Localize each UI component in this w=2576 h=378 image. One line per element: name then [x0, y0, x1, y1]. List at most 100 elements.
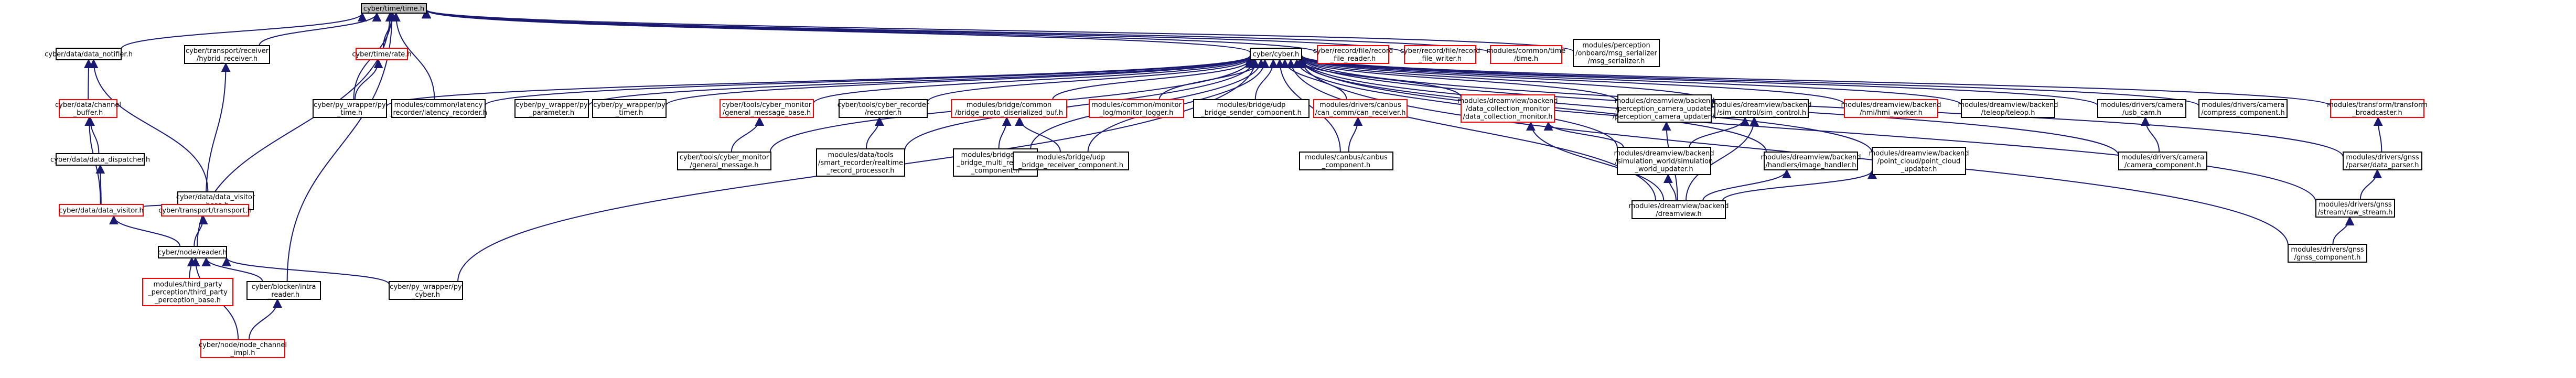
node-label-line: /bridge_proto_diserialized_buf.h [955, 109, 1063, 117]
node-data_visitor[interactable]: cyber/data/data_visitor.h [59, 204, 144, 217]
include-edge-data_visitor-to-data_dispatcher [95, 164, 105, 205]
include-edge-udp_multi_receiver-to-proto_dissect [998, 116, 1012, 149]
node-box [1961, 99, 2055, 118]
node-sim_control[interactable]: modules/dreamview/backend/sim_control/si… [1711, 99, 1812, 118]
node-image_handler[interactable]: modules/dreamview/backend/handlers/image… [1761, 152, 1861, 170]
include-edge-raw_stream-to-data_parser [2359, 169, 2382, 200]
include-edge-latency_recorder-to-root [391, 12, 435, 100]
node-third_party[interactable]: modules/third_party_perception/third_par… [142, 278, 233, 306]
node-label-line: cyber/transport/transport.h [158, 207, 252, 215]
include-edge-compress_component-to-cyber_h [1297, 54, 2199, 107]
node-transform_broadcaster[interactable]: modules/transform/transform_broadcaster.… [2327, 99, 2428, 118]
include-edge-reader-to-transport_h [194, 215, 208, 247]
node-label-line: /dreamview.h [1656, 210, 1701, 218]
node-hmi_worker[interactable]: modules/dreamview/backend/hmi/hmi_worker… [1841, 99, 1941, 118]
node-msg_serializer[interactable]: modules/perception/onboard/msg_serialize… [1573, 39, 1660, 67]
node-label-line: _timer.h [615, 109, 643, 117]
node-box [246, 281, 321, 300]
node-node_channel_impl[interactable]: cyber/node/node_channel_impl.h [199, 339, 287, 358]
node-py_parameter[interactable]: cyber/py_wrapper/py_parameter.h [514, 99, 589, 118]
node-label-line: cyber/record/file/record [1313, 47, 1393, 55]
node-label-line: _component.h [971, 167, 1019, 175]
node-py_cyber[interactable]: cyber/py_wrapper/py_cyber.h [389, 281, 463, 300]
node-box [184, 45, 270, 64]
node-label-line: cyber/blocker/intra [252, 283, 316, 291]
node-label-line: _time.h [337, 109, 362, 117]
node-label-line: _broadcaster.h [2352, 109, 2402, 117]
node-reader[interactable]: cyber/node/reader.h [158, 246, 227, 258]
node-label-line: /onboard/msg_serializer [1575, 50, 1657, 58]
include-edge-py_parameter-to-cyber_h [588, 55, 1255, 106]
node-perception_camera_updater[interactable]: modules/dreamview/backend/perception_cam… [1613, 94, 1716, 123]
node-udp_sender[interactable]: modules/bridge/udp_bridge_sender_compone… [1193, 99, 1310, 118]
node-data_parser[interactable]: modules/drivers/gnss/parser/data_parser.… [2343, 152, 2422, 170]
node-camera_component[interactable]: modules/drivers/camera/camera_component.… [2118, 152, 2207, 170]
node-general_message[interactable]: cyber/tools/cyber_monitor/general_messag… [677, 152, 771, 170]
node-box [2198, 99, 2288, 118]
node-label-line: modules/common/monitor [1091, 101, 1182, 109]
node-file_writer[interactable]: cyber/record/file/record_file_writer.h [1400, 45, 1480, 64]
node-teleop[interactable]: modules/dreamview/backend/teleop/teleop.… [1958, 99, 2058, 118]
include-edge-udp_receiver-to-proto_dissect [1015, 116, 1061, 153]
node-transport_h[interactable]: cyber/transport/transport.h [158, 204, 252, 217]
node-label-line: modules/dreamview/backend [1457, 98, 1558, 105]
include-edge-intra_reader-to-root [286, 12, 397, 282]
node-label-line: cyber/tools/cyber_monitor [722, 101, 812, 109]
include-edge-realtime_record-to-cyber_recorder [865, 116, 884, 149]
node-general_message_base[interactable]: cyber/tools/cyber_monitor/general_messag… [720, 99, 814, 118]
node-point_cloud_updater[interactable]: modules/dreamview/backend/point_cloud/po… [1869, 147, 1969, 175]
node-data_notifier[interactable]: cyber/data/data_notifier.h [45, 48, 133, 60]
node-proto_dissect[interactable]: modules/bridge/common/bridge_proto_diser… [951, 99, 1067, 118]
node-label-line: modules/bridge/udp [961, 152, 1030, 159]
node-common_time[interactable]: modules/common/time/time.h [1487, 45, 1565, 64]
node-canbus_receiver[interactable]: modules/drivers/canbus/can_comm/can_rece… [1313, 99, 1408, 118]
node-rate[interactable]: cyber/time/rate.h [352, 48, 412, 60]
node-file_reader[interactable]: cyber/record/file/record_file_reader.h [1313, 45, 1393, 64]
node-label-line: /point_cloud/point_cloud [1877, 158, 1960, 166]
node-usb_cam[interactable]: modules/drivers/camera/usb_cam.h [2097, 99, 2186, 118]
include-edge-gnss_component-to-raw_stream [2332, 216, 2355, 245]
node-box [1193, 99, 1310, 118]
include-edge-perception_camera_updater-to-cyber_h [1297, 57, 1618, 102]
node-gnss_component[interactable]: modules/drivers/gnss/gnss_component.h [2288, 244, 2367, 263]
node-box [1250, 48, 1302, 60]
node-label-line: modules/drivers/camera [2202, 101, 2284, 109]
node-cyber_recorder[interactable]: cyber/tools/cyber_recorder/recorder.h [838, 99, 929, 118]
node-label-line: _file_writer.h [1418, 55, 1462, 63]
node-hybrid_receiver[interactable]: cyber/transport/receiver/hybrid_receiver… [184, 45, 270, 64]
include-edge-dreamview-to-sim_control [1685, 116, 1759, 201]
node-label-line: _reader.h [267, 291, 299, 299]
node-data_collection_monitor[interactable]: modules/dreamview/backend/data_collectio… [1457, 94, 1558, 123]
node-udp_receiver[interactable]: modules/bridge/udp_bridge_receiver_compo… [1013, 152, 1129, 170]
node-label-line: modules/dreamview/backend [1711, 101, 1811, 109]
node-box [1013, 152, 1129, 170]
include-edge-general_message-to-general_message_base [731, 116, 765, 153]
include-edge-transport_h-to-hybrid_receiver [205, 62, 231, 205]
node-dreamview[interactable]: modules/dreamview/backend/dreamview.h [1628, 200, 1729, 219]
node-cyber_h[interactable]: cyber/cyber.h [1250, 48, 1302, 60]
node-label-line: cyber/transport/receiver [186, 47, 269, 55]
include-edge-py_time-to-cyber_h [386, 55, 1255, 107]
node-compress_component[interactable]: modules/drivers/camera/compress_componen… [2198, 99, 2288, 118]
node-py_timer[interactable]: cyber/py_wrapper/py_timer.h [592, 99, 667, 118]
node-label-line: /handlers/image_handler.h [1765, 161, 1856, 169]
node-latency_recorder[interactable]: modules/common/latency_recorder/latency_… [389, 99, 487, 118]
node-raw_stream[interactable]: modules/drivers/gnss/stream/raw_stream.h [2315, 199, 2395, 218]
node-world_updater[interactable]: modules/dreamview/backend/simulation_wor… [1614, 147, 1714, 175]
node-data_dispatcher[interactable]: cyber/data/data_dispatcher.h [50, 153, 150, 166]
node-monitor_logger[interactable]: modules/common/monitor_log/monitor_logge… [1089, 99, 1184, 118]
node-intra_reader[interactable]: cyber/blocker/intra_reader.h [246, 281, 321, 300]
node-root[interactable]: cyber/time/time.h [361, 3, 427, 14]
node-realtime_record[interactable]: modules/data/tools/smart_recorder/realti… [816, 148, 905, 177]
node-channel_buffer[interactable]: cyber/data/channel_buffer.h [55, 99, 121, 118]
node-label-line: /teleop/teleop.h [1981, 109, 2035, 117]
node-canbus_component[interactable]: modules/canbus/canbus_component.h [1299, 152, 1393, 170]
node-box [1844, 99, 1938, 118]
node-label-line: modules/drivers/camera [2100, 101, 2183, 109]
include-edge-latency_recorder-to-cyber_h [485, 55, 1255, 106]
node-box [1617, 94, 1712, 123]
include-edge-world_updater-to-data_collection_monitor [1543, 121, 1624, 148]
node-py_time[interactable]: cyber/py_wrapper/py_time.h [313, 99, 387, 118]
include-edge-hmi_worker-to-cyber_h [1297, 55, 1845, 105]
